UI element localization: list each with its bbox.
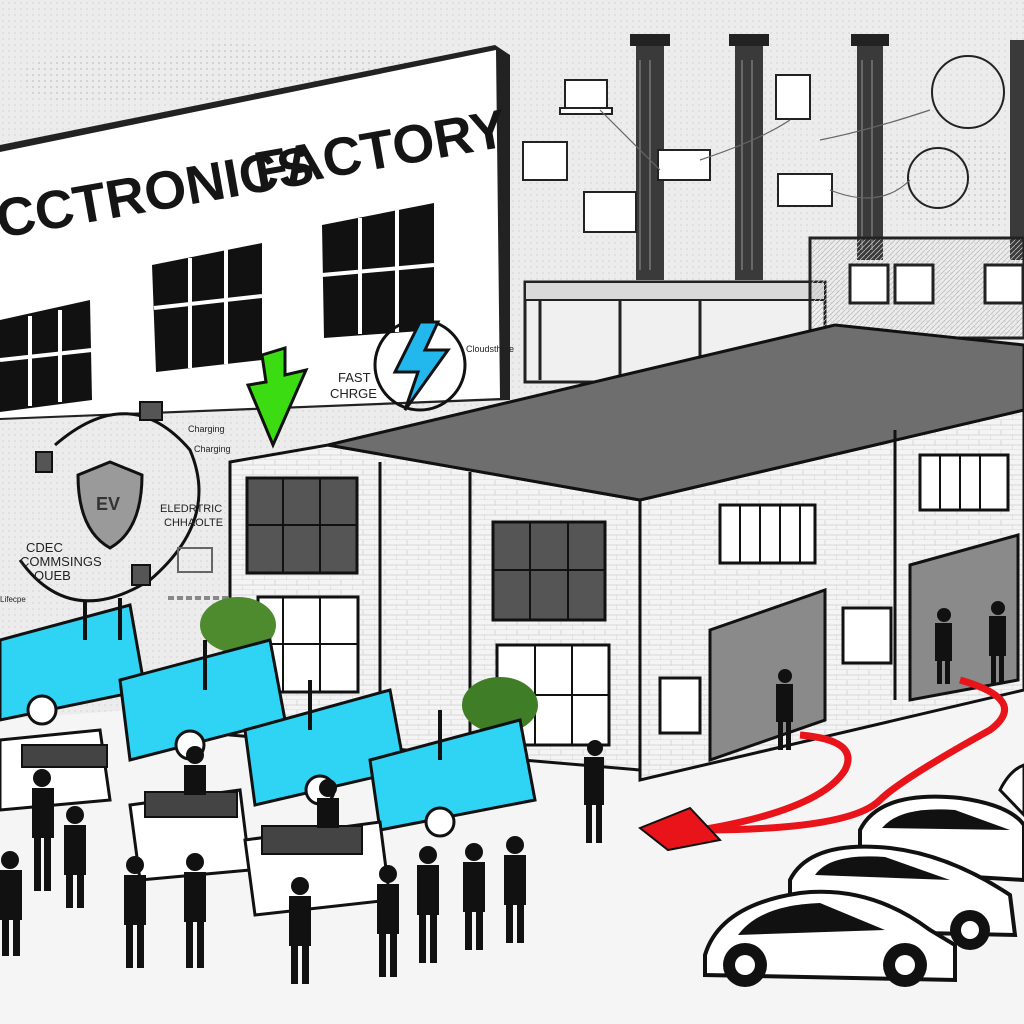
red-route-path [699, 676, 1008, 834]
person-silhouette-icon [935, 608, 952, 684]
laptop-icon [583, 191, 637, 233]
cycle-right-label-2: CHHAOLTE [164, 517, 223, 529]
cycle-left-label-2: COMMSINGS [20, 554, 102, 569]
fast-charge-label-2: CHRGE [330, 386, 377, 401]
person-silhouette-icon [584, 740, 604, 843]
charging-cycle-diagram: EV Charging Charging ELEDRTRIC CHHAOLTE … [0, 401, 231, 604]
electric-cars [703, 763, 1024, 987]
person-silhouette-icon [317, 779, 339, 828]
phone-icon [775, 74, 811, 120]
person-silhouette-icon [32, 769, 54, 891]
main-factory-building [228, 323, 1024, 782]
cycle-left-label-1: CDEC [26, 540, 63, 555]
electronics-factory-sign: CCTRONICS FACTORY [0, 45, 511, 420]
down-arrow-icon [245, 345, 309, 449]
person-silhouette-icon [289, 877, 311, 984]
charging-label-2: Charging [194, 444, 231, 454]
person-silhouette-icon [124, 856, 146, 968]
cycle-right-label-1: ELEDRTRIC [160, 503, 222, 515]
laptop-icon [777, 173, 833, 207]
person-silhouette-icon [184, 746, 206, 795]
garage-door [708, 587, 827, 763]
assembly-line [0, 598, 537, 917]
people-silhouettes [0, 601, 1006, 984]
cycle-left-label-3: OUEB [34, 568, 71, 583]
globe-icon [907, 147, 969, 209]
building-roof [327, 323, 1024, 502]
globe-icon [931, 55, 1005, 129]
charging-label: Charging [188, 424, 225, 434]
laptop-icon [564, 79, 608, 109]
person-silhouette-icon [417, 846, 439, 963]
edge-label: Lifecpe [0, 595, 26, 604]
person-silhouette-icon [184, 853, 206, 968]
laptop-icon [657, 149, 711, 181]
person-silhouette-icon [463, 843, 485, 950]
person-silhouette-icon [989, 601, 1006, 684]
person-silhouette-icon [0, 851, 22, 956]
laptop-icon [522, 141, 568, 181]
ev-badge-label: EV [96, 494, 120, 514]
cloud-label: Cloudsthme [466, 344, 514, 354]
electric-car-icon [703, 889, 957, 987]
person-silhouette-icon [776, 669, 793, 750]
fast-charge-label-1: FAST [338, 370, 371, 385]
person-silhouette-icon [64, 806, 86, 908]
ev-shield-icon [76, 460, 144, 550]
lightning-icon [373, 318, 467, 412]
floating-tech-icons [522, 55, 1005, 233]
person-silhouette-icon [377, 865, 399, 977]
red-route-marker [638, 806, 722, 852]
person-silhouette-icon [504, 836, 526, 943]
